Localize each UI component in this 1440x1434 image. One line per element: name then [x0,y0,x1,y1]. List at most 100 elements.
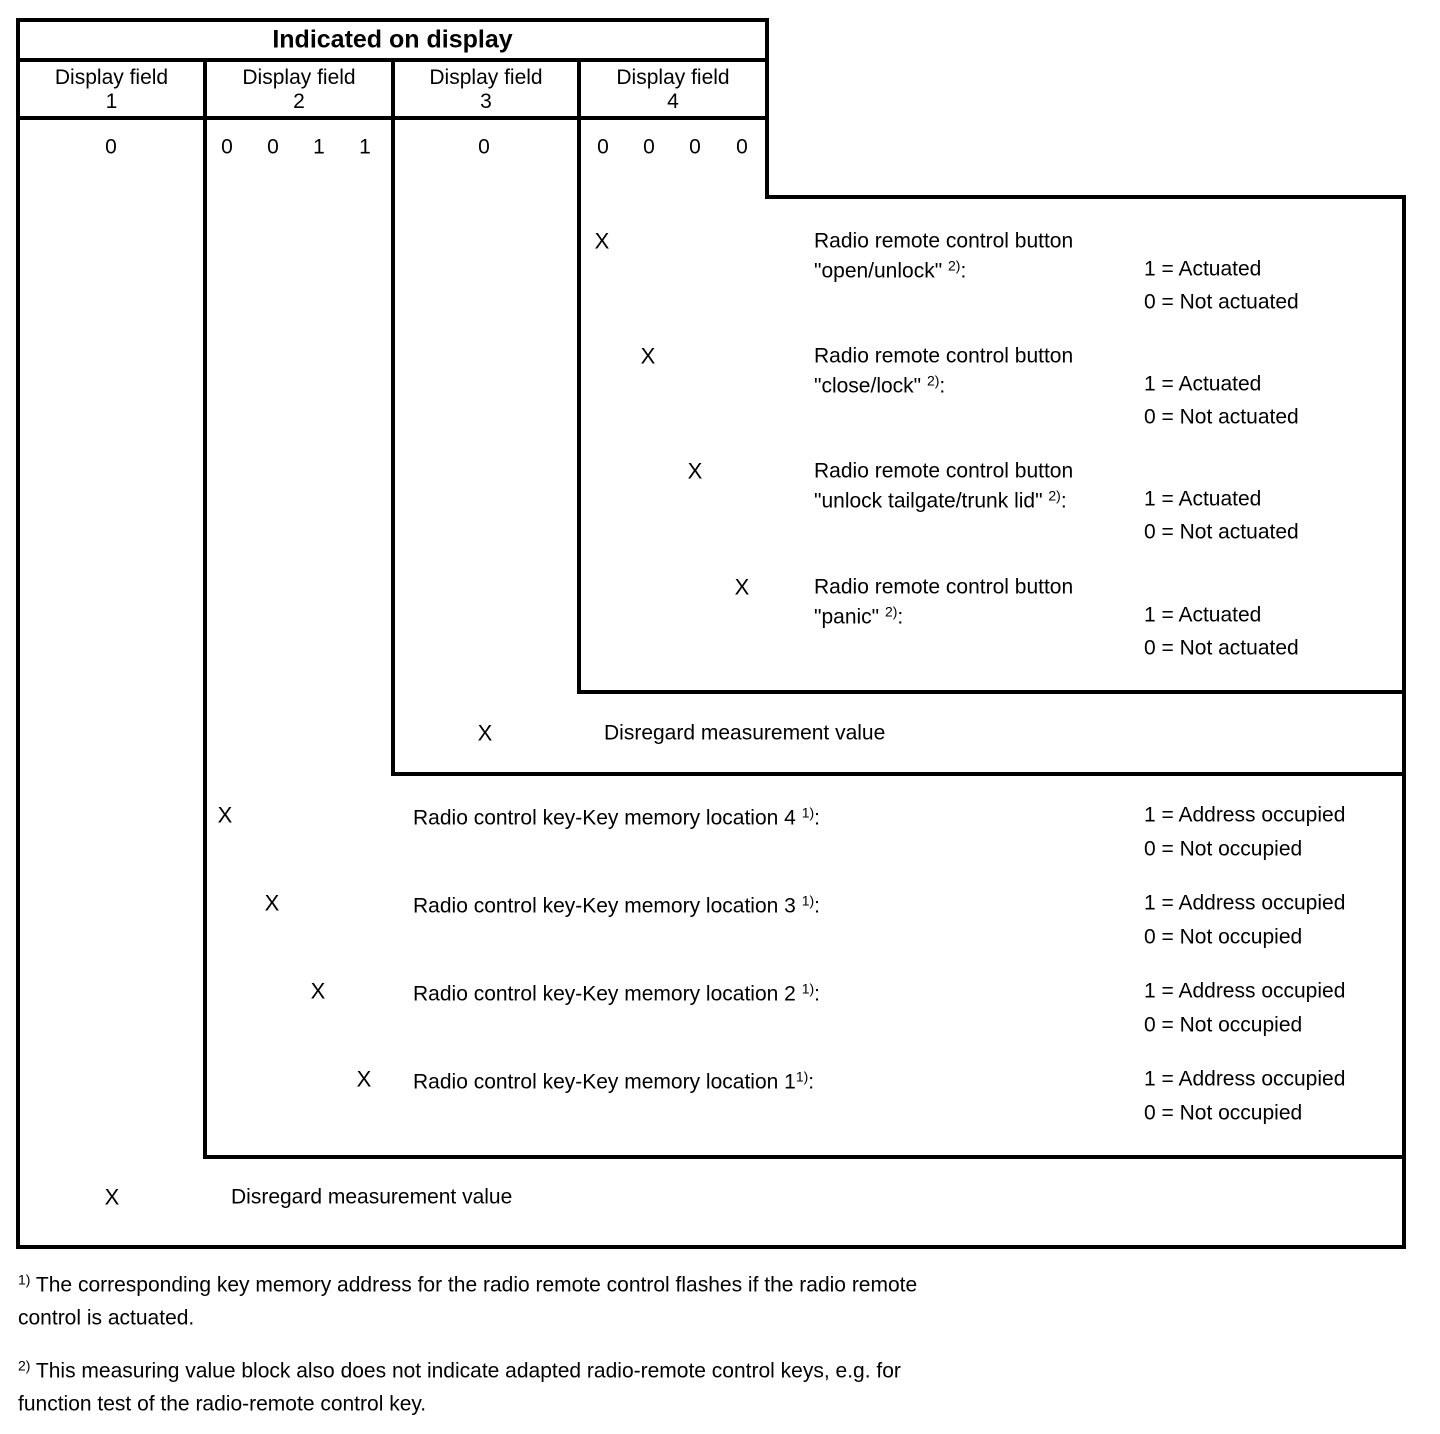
footnote-ref: 2) [948,257,961,274]
bit-value-meaning-0: 0 = Not actuated [1144,520,1299,544]
field3-section-bottom-line [391,772,1406,776]
bit-description: Radio control key-Key memory location 2 … [413,980,820,1006]
outer-bottom-border [16,1245,1406,1249]
bit-value-meaning-1: 1 = Actuated [1144,603,1262,627]
bit-value-meaning-0: 0 = Not actuated [1144,405,1299,429]
bit-value-meaning-0: 0 = Not occupied [1144,925,1303,949]
table-title: Indicated on display [272,25,513,54]
field4-bit-value: 0 [689,135,701,159]
field4-bit-value: 0 [643,135,655,159]
field4-section-bottom-line [577,690,1406,694]
column-header-number: 1 [105,90,118,113]
field1-bit-value: 0 [105,135,117,159]
footnote-ref: 1) [801,980,815,997]
footnote-text: The corresponding key memory address for… [35,1273,918,1297]
bit-marker: X [104,1184,120,1210]
table-top-border [16,18,769,22]
bit-value-meaning-1: 1 = Actuated [1144,257,1262,281]
bit-marker: X [217,802,233,828]
footnote-ref: 2) [884,603,898,620]
bit-description-line1: Radio remote control button [814,459,1074,483]
bit-description-text: Radio control key-Key memory location 2 [413,982,796,1006]
colon: : [814,982,820,1006]
bit-description-text: "close/lock" [814,374,922,398]
bit-description-line2: "unlock tailgate/trunk lid" 2): [814,487,1067,513]
footnote-1-line1: 1) The corresponding key memory address … [18,1271,918,1297]
bit-description: Radio control key-Key memory location 11… [413,1068,815,1094]
field2-section-bottom-line [203,1155,1406,1159]
footnote-2-line1: 2) This measuring value block also does … [18,1357,901,1383]
bit-marker: X [310,978,326,1004]
bit-value-meaning-0: 0 = Not occupied [1144,1101,1303,1125]
bit-value-meaning-0: 0 = Not actuated [1144,290,1299,314]
footnote-1-line2: control is actuated. [18,1306,195,1330]
bit-description-text: "panic" [814,605,880,629]
colon: : [1060,489,1067,513]
field2-bit-value: 1 [359,135,371,159]
bit-marker: X [640,343,656,369]
bit-description: Radio control key-Key memory location 4 … [413,806,820,830]
bit-value-meaning-0: 0 = Not actuated [1144,636,1299,660]
bit-description-line2: "open/unlock" 2): [814,257,967,283]
bit-value-meaning-0: 0 = Not occupied [1144,1013,1303,1037]
column-header-number: 3 [480,90,492,113]
divider-field1-field2 [203,58,207,1159]
bit-marker: X [356,1066,372,1092]
colon: : [939,374,946,398]
bit-description-text: "open/unlock" [814,259,943,283]
column-header-field4: Display field 4 [581,66,765,114]
bit-value-meaning-1: 1 = Address occupied [1144,803,1346,827]
footnote-ref: 2) [1048,487,1061,504]
colon: : [814,894,820,918]
bit-description-line1: Radio remote control button [814,229,1074,253]
bit-description-line1: Radio remote control button [814,344,1074,368]
footnote-marker: 1) [18,1271,31,1288]
colon: : [960,259,967,283]
footnote-ref: 1) [801,892,815,909]
field4-section-top-line [765,195,1406,199]
table-right-border [765,18,769,199]
outer-right-border [1402,195,1406,1249]
bit-marker: X [734,574,750,600]
field3-description: Disregard measurement value [604,721,886,745]
bit-value-meaning-0: 0 = Not occupied [1144,837,1303,861]
field4-bit-value: 0 [597,135,609,159]
bit-description-text: Radio control key-Key memory location 3 [413,894,796,918]
bit-description-text: Radio control key-Key memory location 1 [413,1070,796,1094]
field3-bit-value: 0 [478,135,490,159]
field2-bit-value: 0 [267,135,279,159]
bit-marker: X [264,890,280,916]
footnote-marker: 2) [18,1357,31,1374]
column-header-number: 4 [667,90,679,113]
column-header-field3: Display field 3 [395,66,577,114]
column-header-label: Display field [54,66,169,89]
colon: : [814,806,820,830]
field2-bit-value: 1 [313,135,325,159]
column-header-field2: Display field 2 [207,66,391,114]
footnote-ref: 1) [795,1068,809,1085]
column-header-label: Display field [242,66,356,89]
footnote-2-line2: function test of the radio-remote contro… [18,1392,427,1416]
bit-description-line1: Radio remote control button [814,575,1074,599]
bit-value-meaning-1: 1 = Actuated [1144,372,1262,396]
field2-bit-value: 0 [221,135,233,159]
bit-marker: X [594,228,610,254]
bit-value-meaning-1: 1 = Address occupied [1144,891,1346,915]
colon: : [897,605,904,629]
bit-description: Radio control key-Key memory location 3 … [413,892,820,918]
divider-field3-field4 [577,58,581,694]
bit-value-meaning-1: 1 = Actuated [1144,487,1262,511]
divider-field2-field3 [391,58,395,776]
column-header-field1: Display field 1 [20,66,203,114]
bit-description-line2: "panic" 2): [814,603,904,629]
column-header-label: Display field [429,66,543,89]
colon: : [808,1070,815,1094]
column-header-number: 2 [293,90,305,113]
bit-marker: X [687,458,703,484]
bit-value-meaning-1: 1 = Address occupied [1144,1067,1346,1091]
footnote-text: This measuring value block also does not… [35,1359,901,1383]
bit-marker: X [477,720,493,746]
outer-left-border [16,18,20,1249]
bit-value-meaning-1: 1 = Address occupied [1144,979,1346,1003]
